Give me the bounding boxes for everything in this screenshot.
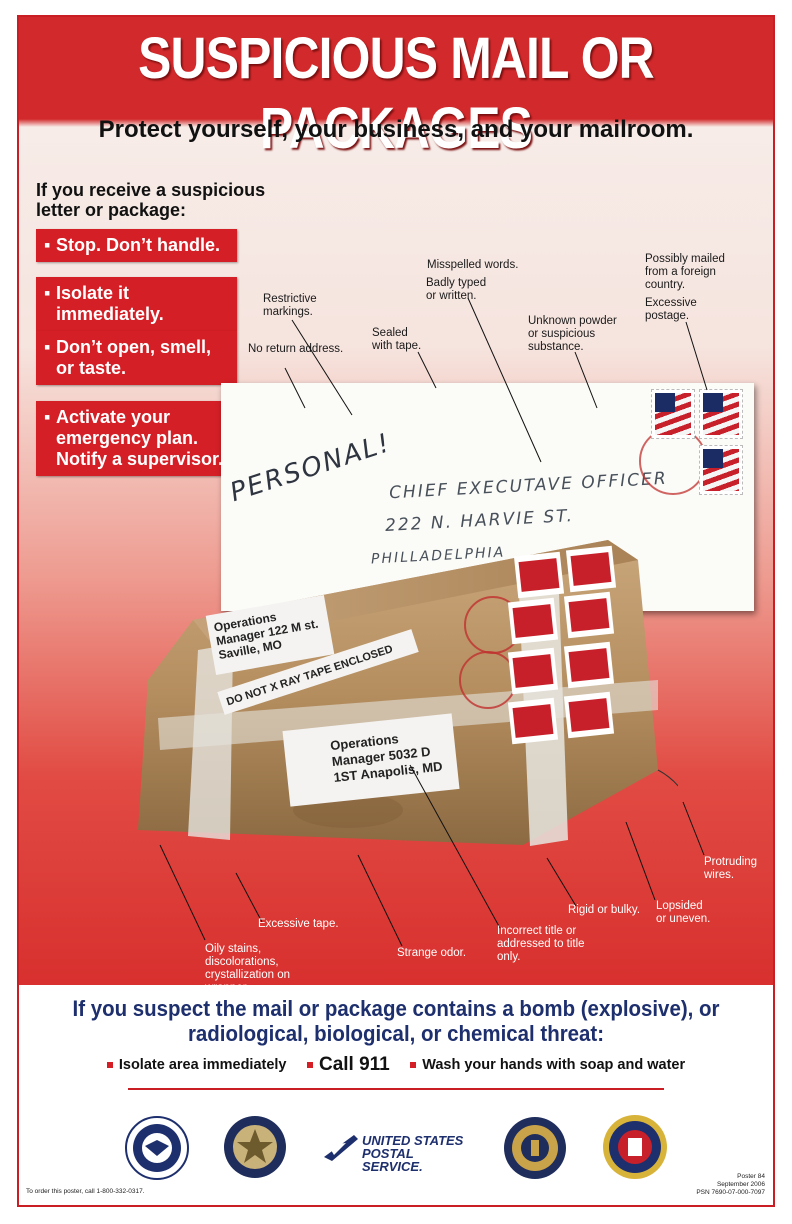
- poster-headline: SUSPICIOUS MAIL OR PACKAGES: [138, 26, 655, 161]
- action-call-911: Call 911: [306, 1054, 390, 1076]
- step-label: Isolate it immediately.: [56, 283, 164, 324]
- callout-misspelled: Misspelled words.: [427, 259, 519, 271]
- step-dont-open: ▪Don’t open, smell, or taste.: [36, 331, 237, 385]
- usps-name-line1: UNITED STATES: [362, 1133, 464, 1148]
- callout-excessive-postage: Excessive postage.: [645, 297, 697, 322]
- poster-date: September 2006: [716, 1181, 765, 1188]
- doj-seal-icon: [504, 1117, 566, 1179]
- step-label: Don’t open, smell, or taste.: [56, 337, 212, 378]
- callout-foreign: Possibly mailed from a foreign country.: [645, 253, 725, 291]
- callout-restrictive: Restrictive markings.: [263, 293, 317, 318]
- poster-info: Poster 84 September 2006 PSN 7690-07-000…: [696, 1173, 765, 1197]
- usps-name-line2: POSTAL SERVICE.: [362, 1146, 423, 1174]
- poster-border: [17, 15, 775, 1207]
- usps-eagle-icon: [324, 1135, 358, 1161]
- dhs-seal-icon: [125, 1116, 189, 1180]
- callout-no-return: No return address.: [248, 343, 344, 355]
- callout-rigid: Rigid or bulky.: [568, 904, 641, 916]
- action-isolate: Isolate area immediately: [106, 1057, 287, 1073]
- divider: [128, 1088, 664, 1090]
- envelope-stamp: [699, 389, 743, 439]
- usps-logo: UNITED STATES POSTAL SERVICE.: [324, 1133, 474, 1173]
- threat-headline: If you suspect the mail or package conta…: [72, 996, 720, 1046]
- callout-protruding: Protruding wires.: [704, 856, 758, 881]
- poster-psn: PSN 7690-07-000-7097: [696, 1189, 765, 1196]
- step-label: Stop. Don’t handle.: [56, 235, 220, 255]
- package-stamps: [507, 545, 617, 745]
- envelope-stamp: [651, 389, 695, 439]
- action-label: Wash your hands with soap and water: [422, 1057, 686, 1073]
- poster-subheadline: Protect yourself, your business, and you…: [98, 116, 694, 143]
- step-emergency-plan: ▪Activate your emergency plan. Notify a …: [36, 401, 237, 476]
- callout-oily-stains: Oily stains, discolorations, crystalliza…: [205, 943, 291, 994]
- callout-badly-typed: Badly typed or written.: [426, 277, 487, 302]
- poster-number: Poster 84: [737, 1173, 765, 1180]
- step-isolate: ▪Isolate it immediately.: [36, 277, 237, 331]
- action-label: Isolate area immediately: [118, 1057, 287, 1073]
- callout-strange-odor: Strange odor.: [397, 947, 467, 959]
- callout-lopsided: Lopsided or uneven.: [656, 900, 711, 925]
- callout-sealed: Sealed with tape.: [372, 327, 422, 352]
- order-info: To order this poster, call 1-800-332-031…: [26, 1188, 145, 1195]
- callout-unknown-powder: Unknown powder or suspicious substance.: [528, 315, 617, 353]
- callout-excessive-tape: Excessive tape.: [258, 918, 339, 930]
- fbi-seal-icon: [603, 1115, 667, 1179]
- step-label: Activate your emergency plan. Notify a s…: [56, 407, 224, 469]
- action-wash-hands: Wash your hands with soap and water: [410, 1057, 685, 1073]
- threat-actions: Isolate area immediately Call 911 Wash y…: [19, 1054, 773, 1076]
- action-label: Call 911: [318, 1054, 390, 1075]
- envelope-stamp: [699, 445, 743, 495]
- intro-text: If you receive a suspicious letter or pa…: [36, 180, 266, 220]
- protruding-wire: [657, 769, 678, 787]
- step-stop: ▪Stop. Don’t handle.: [36, 229, 237, 262]
- callout-incorrect-title: Incorrect title or addressed to title on…: [497, 925, 585, 963]
- postal-inspection-seal-icon: [224, 1116, 286, 1178]
